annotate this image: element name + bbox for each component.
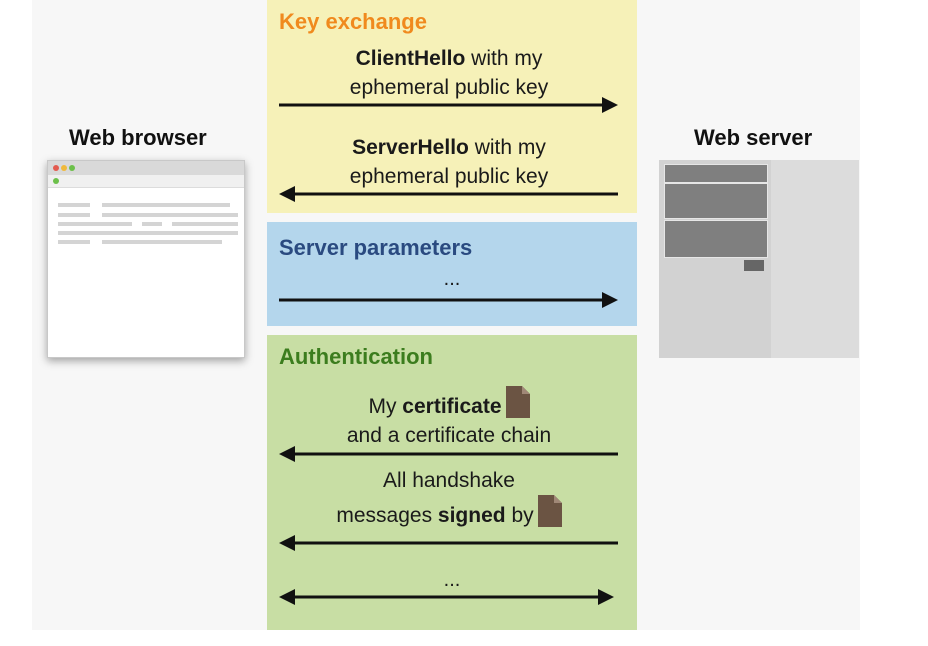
client-hello-message: ClientHello with my ephemeral public key [279, 44, 619, 102]
signed-pre: messages [336, 504, 438, 527]
key-exchange-title: Key exchange [279, 9, 427, 34]
web-browser-window [47, 160, 245, 358]
server-indicator [744, 260, 764, 271]
web-server-label: Web server [694, 125, 813, 150]
text-line [58, 203, 90, 207]
server-hello-rest: with my [468, 136, 546, 159]
server-block [664, 220, 768, 258]
certificate-message: My certificate and a certificate chain [279, 386, 619, 450]
text-line [58, 240, 90, 244]
server-hello-line2: ephemeral public key [349, 165, 549, 188]
browser-title-bar [48, 161, 244, 175]
arrowhead-left-icon [279, 446, 295, 462]
arrowhead-right-icon [598, 589, 614, 605]
maximize-dot-icon [69, 165, 75, 171]
certificate-bold: certificate [402, 395, 502, 418]
signed-post: by [505, 504, 534, 527]
text-line [172, 222, 238, 226]
text-line [58, 231, 238, 235]
server-hello-message: ServerHello with my ephemeral public key [279, 133, 619, 191]
certificate-pre: My [368, 395, 403, 418]
document-icon [505, 386, 530, 418]
close-dot-icon [53, 165, 59, 171]
arrowhead-right-icon [602, 292, 618, 308]
document-icon [537, 495, 562, 527]
browser-url-bar [48, 175, 244, 188]
server-block [664, 164, 768, 183]
authentication-panel [267, 335, 637, 630]
client-hello-bold: ClientHello [355, 47, 466, 70]
server-block [664, 183, 768, 219]
text-line [58, 213, 90, 217]
client-hello-line2: ephemeral public key [349, 76, 549, 99]
text-line [102, 203, 230, 207]
arrowhead-left-icon [279, 186, 295, 202]
text-line [58, 222, 132, 226]
minimize-dot-icon [61, 165, 67, 171]
secure-dot-icon [53, 178, 59, 184]
text-line [142, 222, 162, 226]
web-server-side-panel [771, 160, 859, 358]
arrowhead-left-icon [279, 589, 295, 605]
certificate-line2: and a certificate chain [346, 424, 552, 447]
authentication-ellipsis: ... [443, 569, 461, 591]
signed-bold: signed [437, 504, 506, 527]
signed-line1: All handshake [383, 469, 515, 492]
server-parameters-ellipsis: ... [443, 268, 461, 290]
signed-message: All handshake messages signed by [279, 466, 619, 530]
web-browser-label: Web browser [69, 125, 207, 150]
server-hello-bold: ServerHello [352, 136, 469, 159]
server-parameters-title: Server parameters [279, 235, 473, 260]
arrowhead-right-icon [602, 97, 618, 113]
authentication-title: Authentication [279, 344, 433, 369]
text-line [102, 213, 238, 217]
server-parameters-panel [267, 222, 637, 326]
arrowhead-left-icon [279, 535, 295, 551]
text-line [102, 240, 222, 244]
client-hello-rest: with my [465, 47, 543, 70]
